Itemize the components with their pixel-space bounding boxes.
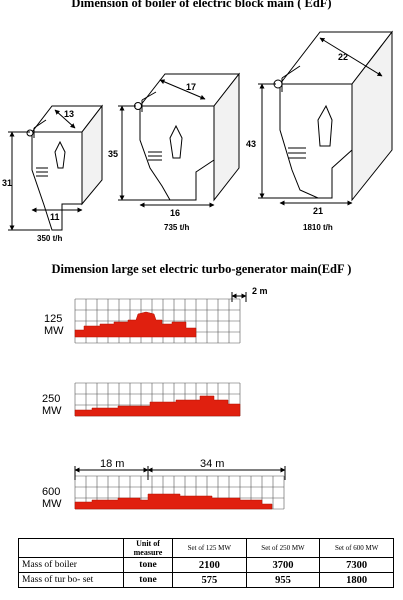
table-header-cell: Set of 250 MW	[245, 538, 321, 558]
scale-bar	[231, 292, 247, 302]
turbo-250-unit: MW	[42, 405, 62, 417]
boiler-section-title: Dimension of boiler of electric block ma…	[71, 0, 332, 10]
table-header-cell: Set of 125 MW	[172, 538, 247, 558]
row-unit: tone	[123, 572, 173, 588]
row-unit: tone	[123, 557, 173, 573]
turbo-600-profile	[74, 493, 273, 510]
turbo-125-grid	[74, 298, 241, 344]
table-row: Mass of tur bo- set tone 575 955 1800	[18, 572, 394, 588]
row-label: Mass of boiler	[18, 557, 124, 573]
boiler-350-height-label: 31	[2, 178, 12, 188]
turbo-section-title: Dimension large set electric turbo-gener…	[51, 262, 352, 276]
boiler-1810-base-label: 21	[313, 206, 323, 216]
boiler-735	[118, 72, 241, 208]
row-value: 7300	[319, 557, 394, 573]
row-label: Mass of tur bo- set	[18, 572, 124, 588]
boiler-735-width-label: 17	[186, 82, 196, 92]
boiler-735-height-label: 35	[108, 149, 118, 159]
turbo-125-power: 125	[44, 313, 62, 325]
boiler-1810-capacity-label: 1810 t/h	[303, 223, 333, 232]
boiler-735-capacity-label: 735 t/h	[164, 223, 189, 232]
turbo-600-unit: MW	[42, 498, 62, 510]
turbo-600-dim-right: 34 m	[200, 458, 224, 470]
boiler-1810	[258, 30, 394, 206]
row-value: 2100	[172, 557, 247, 573]
table-header-row: Unit of measure Set of 125 MW Set of 250…	[18, 538, 394, 558]
boiler-350-capacity-label: 350 t/h	[37, 234, 62, 243]
turbo-250-profile	[74, 395, 241, 417]
table-row: Mass of boiler tone 2100 3700 7300	[18, 557, 394, 573]
row-value: 575	[172, 572, 247, 588]
turbo-600-dim-left: 18 m	[100, 458, 124, 470]
row-value: 1800	[319, 572, 394, 588]
boiler-1810-width-label: 22	[338, 52, 348, 62]
mass-table: Unit of measure Set of 125 MW Set of 250…	[18, 538, 394, 588]
boiler-1810-height-label: 43	[246, 139, 256, 149]
turbo-250-power: 250	[42, 393, 60, 405]
row-value: 955	[245, 572, 321, 588]
turbo-600-dimensions	[74, 466, 286, 480]
boiler-735-base-label: 16	[170, 208, 180, 218]
boiler-350	[8, 104, 104, 231]
turbo-125-unit: MW	[44, 325, 64, 337]
row-value: 3700	[245, 557, 321, 573]
table-header-cell	[18, 538, 124, 558]
table-header-cell: Set of 600 MW	[319, 538, 394, 558]
scale-label: 2 m	[252, 286, 268, 296]
table-header-cell: Unit of measure	[123, 538, 173, 558]
turbo-600-power: 600	[42, 486, 60, 498]
turbo-125-profile	[74, 311, 197, 338]
boiler-350-base-label: 11	[50, 212, 60, 222]
boiler-350-width-label: 13	[64, 109, 74, 119]
